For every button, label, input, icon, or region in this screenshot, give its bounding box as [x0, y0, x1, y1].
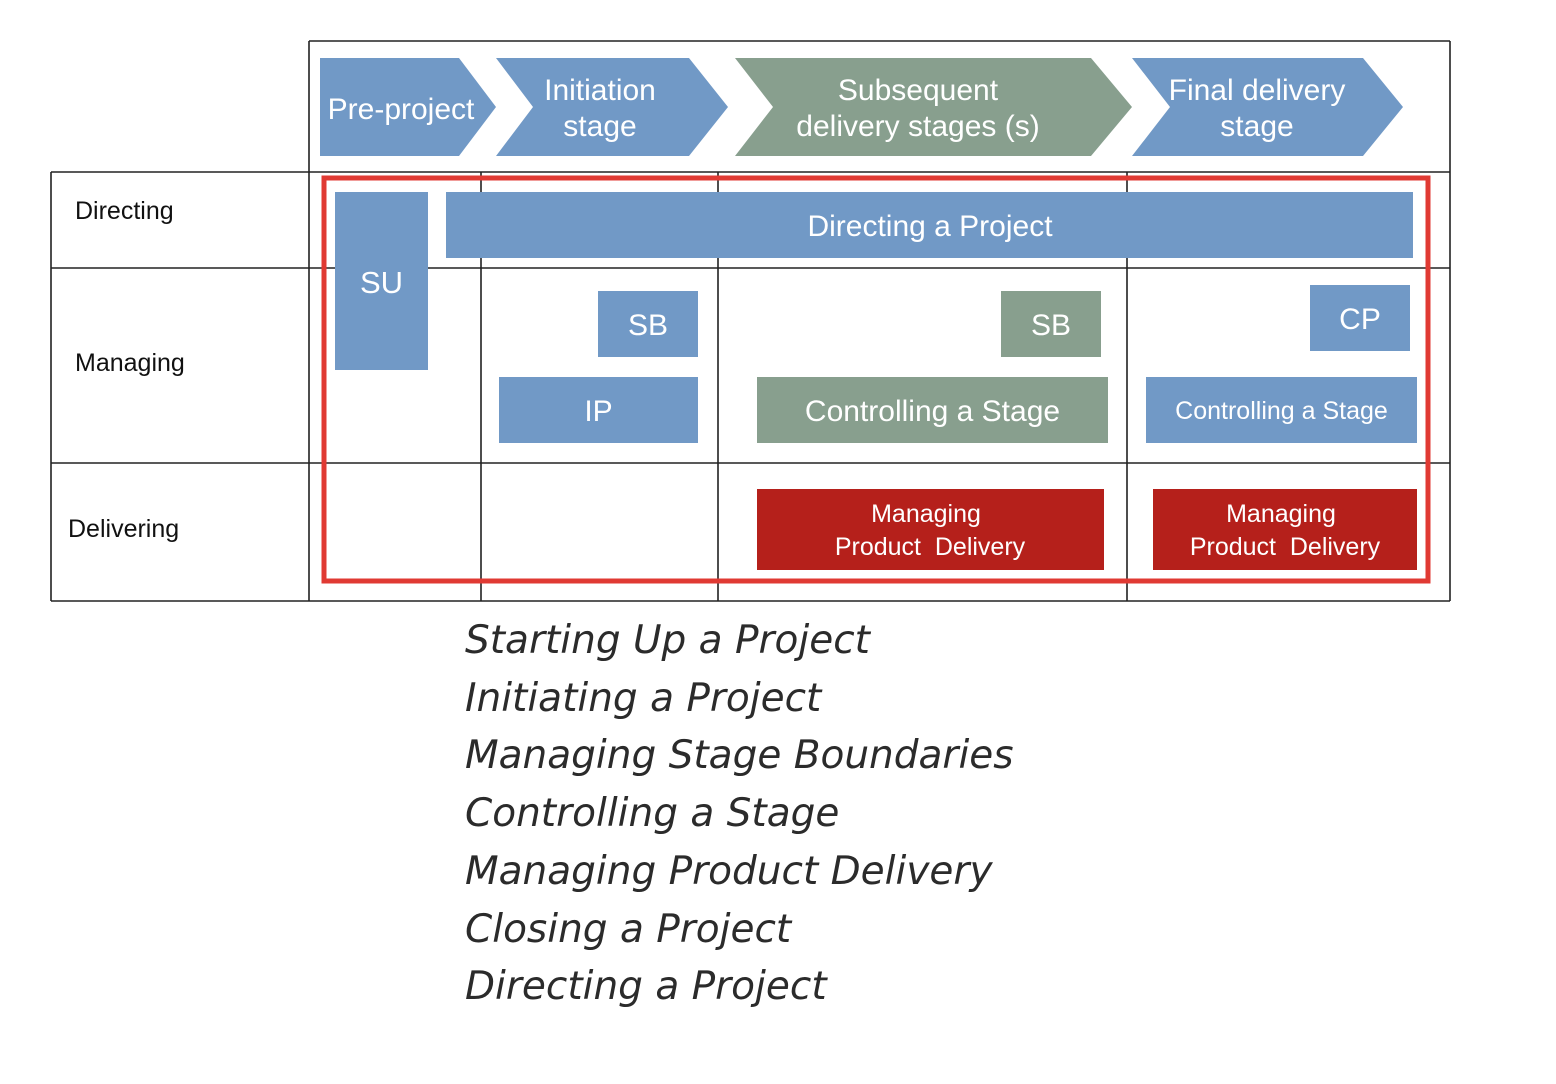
controlling-a-stage-subsequent-box	[757, 377, 1108, 443]
mpd-subsequent-line-2: Product Delivery	[835, 533, 1026, 561]
legend-item: Directing a Project	[465, 964, 827, 1010]
row-label-delivering: Delivering	[68, 515, 179, 543]
sb-subsequent-label: SB	[1031, 309, 1071, 342]
mpd-final-line-2: Product Delivery	[1190, 533, 1381, 561]
ip-box	[499, 377, 698, 443]
directing-a-project-label: Directing a Project	[807, 210, 1053, 243]
legend-item: Starting Up a Project	[465, 618, 870, 663]
su-box	[335, 192, 428, 370]
stage-chevron-initiation-stage	[496, 58, 728, 156]
controlling-a-stage-final-label: Controlling a Stage	[1175, 397, 1388, 425]
sb-subsequent-box	[1001, 291, 1101, 357]
cp-label: CP	[1339, 303, 1381, 336]
stage-chevron-final-delivery-stage	[1132, 58, 1403, 156]
sb-initiation-label: SB	[628, 309, 668, 342]
controlling-a-stage-final-box	[1146, 377, 1417, 443]
row-label-directing: Directing	[75, 197, 174, 225]
stage-chevron-subsequent-delivery-stages	[735, 58, 1132, 156]
sb-initiation-box	[598, 291, 698, 357]
managing-product-delivery-final-box	[1153, 489, 1417, 570]
stage-label-subsequent-delivery-stages-line-2: delivery stages (s)	[796, 110, 1039, 143]
row-label-managing: Managing	[75, 349, 185, 377]
stage-label-initiation-stage-line-1: Initiation	[544, 74, 656, 107]
su-label: SU	[360, 265, 403, 300]
legend-item: Closing a Project	[465, 906, 792, 952]
directing-a-project-box	[446, 192, 1413, 258]
stage-label-final-delivery-stage-line-2: stage	[1220, 110, 1293, 143]
cp-box	[1310, 285, 1410, 351]
project-scope-highlight-frame	[321, 175, 1431, 584]
managing-product-delivery-subsequent-box	[757, 489, 1104, 570]
ip-label: IP	[584, 395, 612, 428]
stage-label-pre-project-line-1: Pre-project	[328, 93, 475, 126]
legend-item: Initiating a Project	[465, 675, 822, 721]
legend-item: Managing Product Delivery	[465, 848, 993, 894]
legend-item: Managing Stage Boundaries	[465, 733, 1014, 779]
legend-item: Controlling a Stage	[465, 791, 840, 837]
mpd-final-line-1: Managing	[1226, 500, 1336, 528]
stage-label-final-delivery-stage-line-1: Final delivery	[1169, 74, 1346, 107]
stage-label-initiation-stage-line-2: stage	[563, 110, 636, 143]
stage-label-subsequent-delivery-stages-line-1: Subsequent	[838, 74, 999, 107]
stage-chevron-pre-project	[320, 58, 496, 156]
stage-chevrons: Pre-projectInitiationstageSubsequentdeli…	[320, 58, 1403, 156]
mpd-subsequent-line-1: Managing	[871, 500, 981, 528]
controlling-a-stage-subsequent-label: Controlling a Stage	[805, 395, 1060, 428]
